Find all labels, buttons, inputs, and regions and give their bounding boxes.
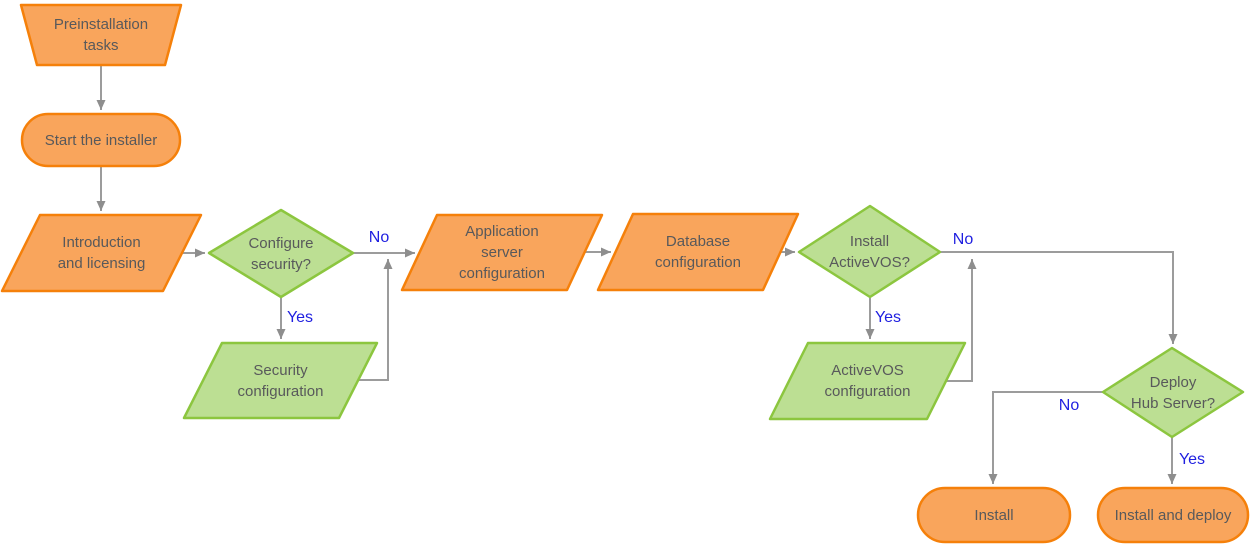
node-shape-security-configuration — [182, 341, 379, 420]
node-shape-activevos-configuration — [768, 341, 967, 421]
node-shape-application-server-configuration — [400, 213, 604, 292]
edge-activevos-config-return — [946, 259, 977, 382]
node-shape-start-installer — [20, 112, 182, 168]
node-shape-deploy-hub-server — [1101, 346, 1245, 439]
node-shape-database-configuration — [596, 212, 800, 292]
edge-deploy-hub-no — [988, 391, 1103, 484]
node-shape-preinstallation-tasks — [19, 3, 183, 67]
edge-security-config-return — [358, 259, 393, 381]
node-shape-configure-security — [207, 208, 355, 299]
node-shape-install-activevos — [797, 204, 942, 299]
node-shape-install-and-deploy — [1096, 486, 1250, 544]
node-shape-introduction-licensing — [0, 213, 203, 293]
edge-install-activevos-no — [940, 251, 1178, 344]
node-shape-install — [916, 486, 1072, 544]
